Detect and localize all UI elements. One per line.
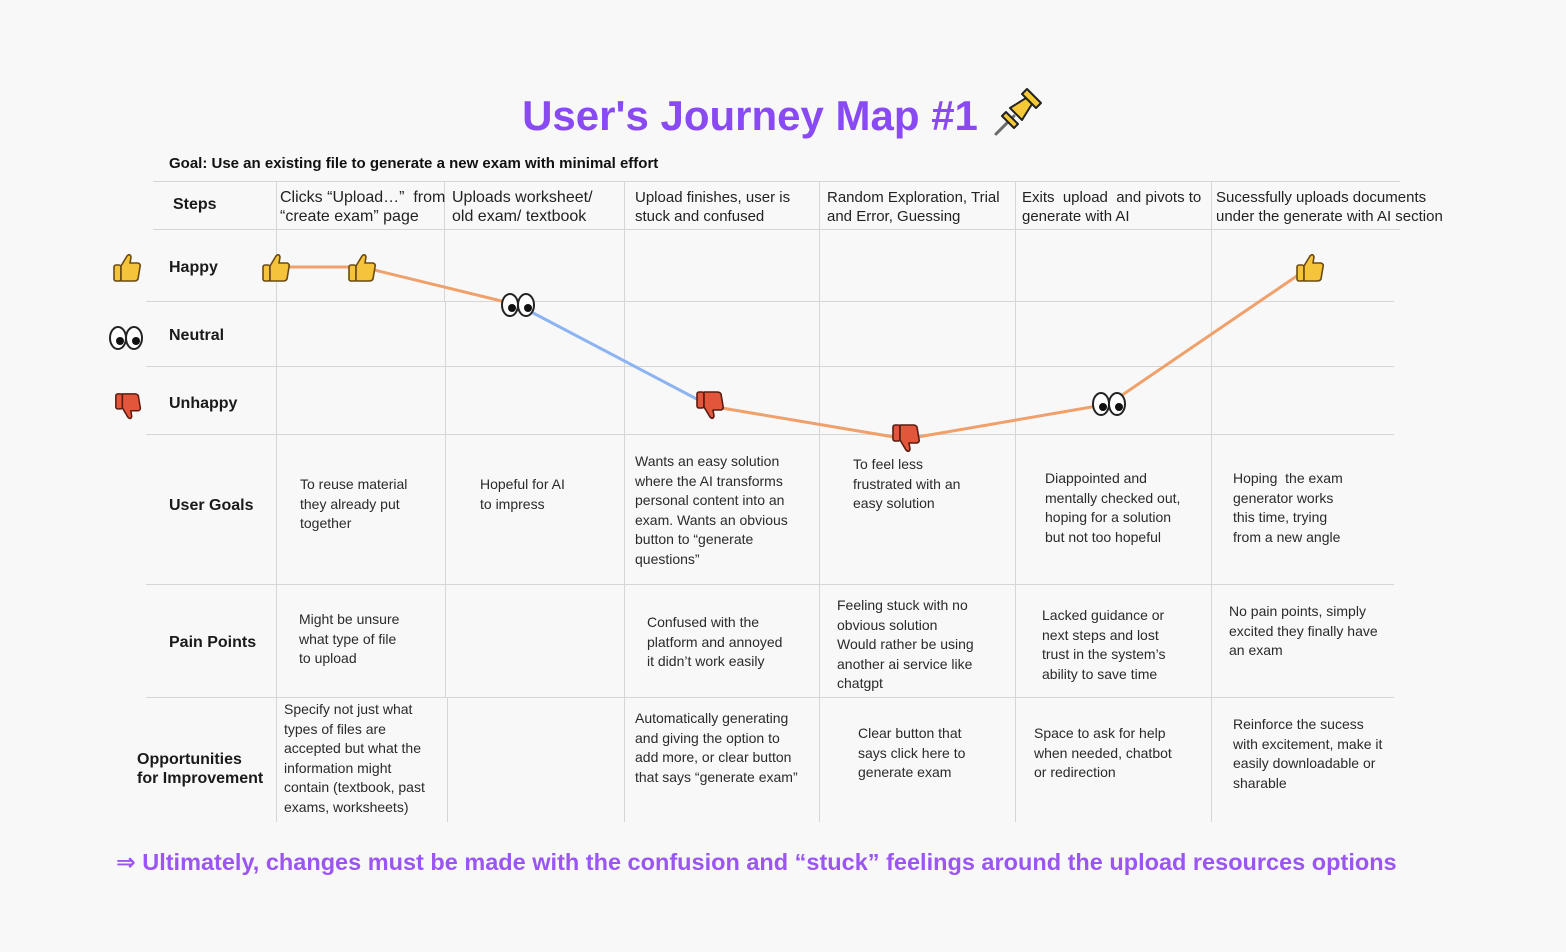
opportunity-1: Specify not just what types of files are… xyxy=(284,701,425,815)
user-goal-3: Wants an easy solution where the AI tran… xyxy=(635,453,788,567)
pain-point-3: Confused with the platform and annoyed i… xyxy=(647,614,783,669)
row-label-steps: Steps xyxy=(173,196,217,213)
thumbs-up-icon xyxy=(348,253,377,282)
pushpin-icon xyxy=(994,88,1042,136)
user-goal-1: To reuse material they already put toget… xyxy=(300,476,408,531)
pain-point-5: Lacked guidance or next steps and lost t… xyxy=(1042,607,1166,682)
curve-segment xyxy=(360,265,520,307)
eyes-icon xyxy=(501,293,535,317)
step-4: Random Exploration, Trial and Error, Gue… xyxy=(827,189,1000,225)
row-label-user-goals: User Goals xyxy=(169,497,254,514)
curve-segment xyxy=(904,402,1111,441)
row-label-pain-points: Pain Points xyxy=(169,634,257,651)
title-text: User's Journey Map #1 xyxy=(522,92,978,139)
goal-statement: Goal: Use an existing file to generate a… xyxy=(169,155,659,172)
thumbs-down-icon xyxy=(892,424,921,453)
opportunity-5: Space to ask for help when needed, chatb… xyxy=(1034,725,1172,780)
opportunity-3: Automatically generating and giving the … xyxy=(635,710,798,785)
conclusion-note: ⇒ Ultimately, changes must be made with … xyxy=(116,849,1397,875)
opportunity-6: Reinforce the sucess with excitement, ma… xyxy=(1233,716,1383,791)
user-goal-5: Diappointed and mentally checked out, ho… xyxy=(1045,470,1181,545)
curve-segment xyxy=(1107,265,1312,406)
row-label-neutral: Neutral xyxy=(169,327,225,344)
opportunity-4: Clear button that says click here to gen… xyxy=(858,725,966,780)
step-1: Clicks “Upload…” from “create exam” page xyxy=(280,189,446,225)
page-title: User's Journey Map #1 xyxy=(0,86,1566,140)
thumbs-up-icon xyxy=(262,253,291,282)
thumbs-up-icon xyxy=(113,253,142,282)
step-5: Exits upload and pivots to generate with… xyxy=(1022,189,1202,225)
user-goal-4: To feel less frustrated with an easy sol… xyxy=(853,456,961,511)
curve-segment xyxy=(708,404,908,441)
eyes-icon xyxy=(109,326,143,350)
step-6: Sucessfully uploads documents under the … xyxy=(1216,189,1443,225)
pain-point-4: Feeling stuck with no obvious solution W… xyxy=(837,597,974,691)
pain-point-6: No pain points, simply excited they fina… xyxy=(1229,603,1378,658)
pain-point-1: Might be unsure what type of file to upl… xyxy=(299,611,400,666)
thumbs-down-icon xyxy=(696,391,725,420)
row-label-opportunities: Opportunities for Improvement xyxy=(137,751,264,787)
thumbs-up-icon xyxy=(1296,253,1325,282)
user-goal-2: Hopeful for AI to impress xyxy=(480,476,565,512)
row-label-happy: Happy xyxy=(169,259,218,276)
thumbs-down-icon xyxy=(115,393,142,420)
row-label-unhappy: Unhappy xyxy=(169,395,238,412)
step-2: Uploads worksheet/ old exam/ textbook xyxy=(452,189,593,225)
eyes-icon xyxy=(1092,392,1126,416)
user-goal-6: Hoping the exam generator works this tim… xyxy=(1233,470,1343,545)
curve-segment xyxy=(516,303,712,408)
step-3: Upload finishes, user is stuck and confu… xyxy=(635,189,791,225)
